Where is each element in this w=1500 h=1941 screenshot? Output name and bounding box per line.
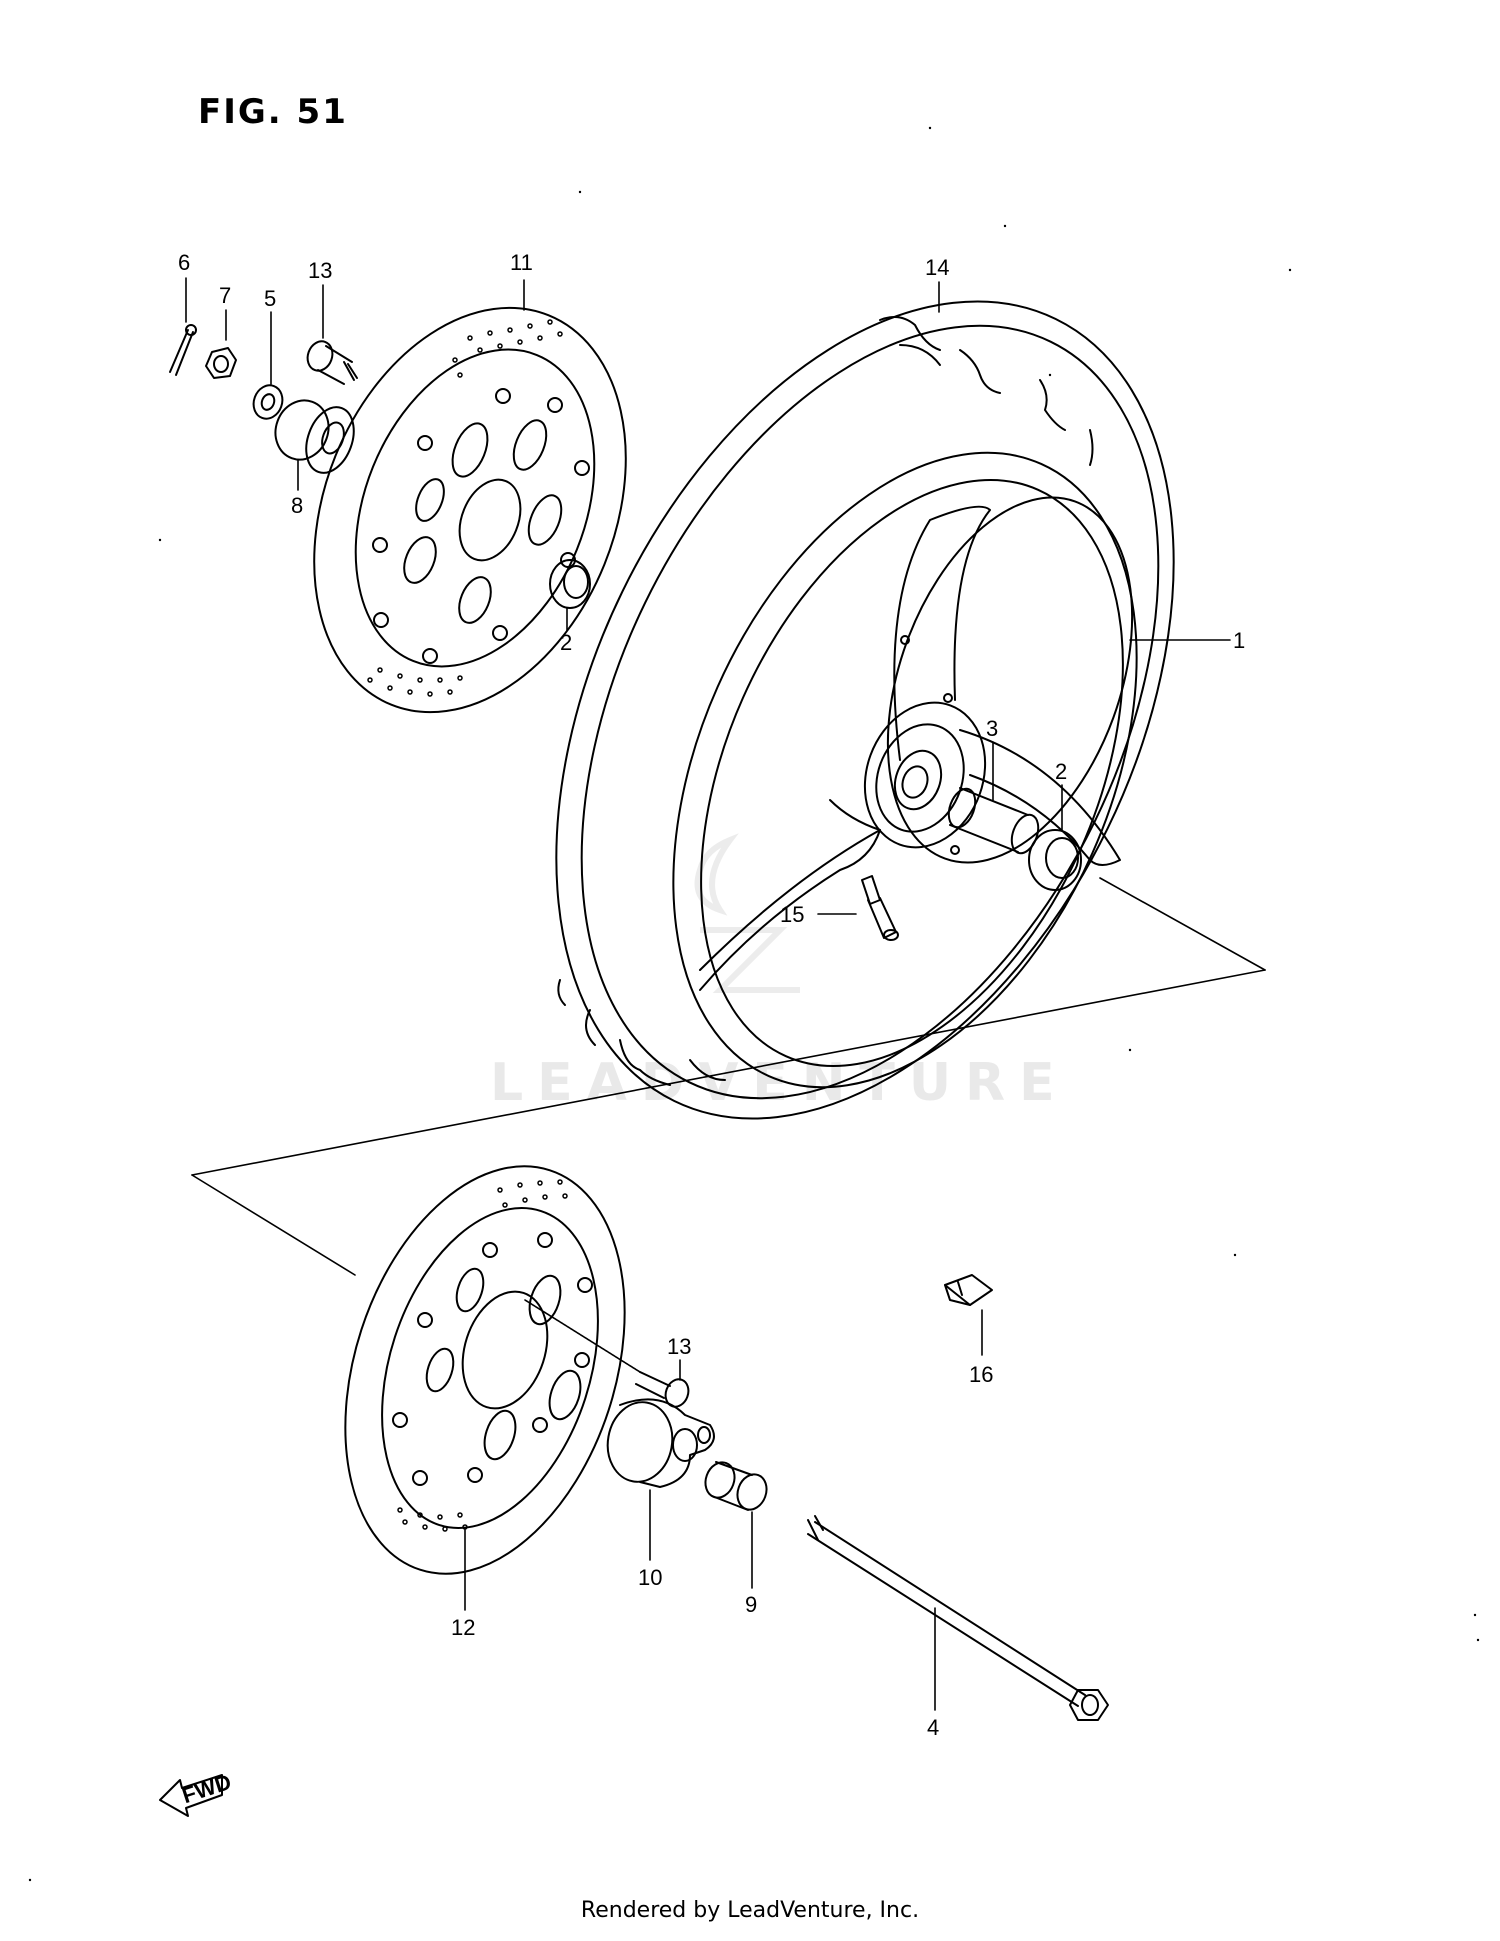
axle-4 <box>808 1516 1108 1720</box>
callout-label: 10 <box>638 1565 662 1590</box>
brake-disc-lower <box>296 1130 673 1610</box>
callout-label: 2 <box>560 630 572 655</box>
callout-label: 5 <box>264 286 276 311</box>
callout-label: 2 <box>1055 759 1067 784</box>
callout-label: 4 <box>927 1715 939 1740</box>
callout-label: 12 <box>451 1615 475 1640</box>
collar-8 <box>267 393 362 480</box>
callout-label: 9 <box>745 1592 757 1617</box>
footer-credit: Rendered by LeadVenture, Inc. <box>580 1898 920 1923</box>
callout-label: 16 <box>969 1362 993 1387</box>
bearing-upper <box>550 560 590 608</box>
callout-label: 8 <box>291 493 303 518</box>
brake-disc-upper <box>257 261 683 759</box>
callout-label: 13 <box>667 1334 691 1359</box>
bolt-13-upper <box>304 338 357 384</box>
washer-5 <box>249 381 287 423</box>
fwd-label: FWD <box>179 1769 234 1808</box>
bearing-right <box>1029 830 1081 890</box>
watermark-text: LEADVENTURE <box>490 1053 1069 1113</box>
figure-title: FIG. 51 <box>198 92 348 132</box>
callout-label: 3 <box>986 716 998 741</box>
callout-label: 1 <box>1233 628 1245 653</box>
callout-label: 6 <box>178 250 190 275</box>
bolt-13-lower <box>636 1372 692 1410</box>
callout-label: 13 <box>308 258 332 283</box>
wheel-rim <box>581 381 1228 1160</box>
callout-label: 7 <box>219 283 231 308</box>
leader-lines <box>186 278 1265 1710</box>
valve-15 <box>862 876 898 940</box>
nut-7 <box>206 348 236 378</box>
scan-specks <box>28 126 1480 1882</box>
spacer-9 <box>701 1458 772 1513</box>
callout-labels: 1 2 2 3 4 5 6 7 8 9 10 11 12 13 13 14 15… <box>178 250 1245 1740</box>
speedometer-gearbox-10 <box>602 1397 714 1487</box>
cotter-pin-6 <box>170 325 196 375</box>
balance-weight-16 <box>945 1275 992 1305</box>
callout-label: 14 <box>925 255 949 280</box>
forward-arrow-icon <box>160 1775 222 1816</box>
callout-label: 11 <box>510 250 533 275</box>
callout-label: 15 <box>780 902 804 927</box>
